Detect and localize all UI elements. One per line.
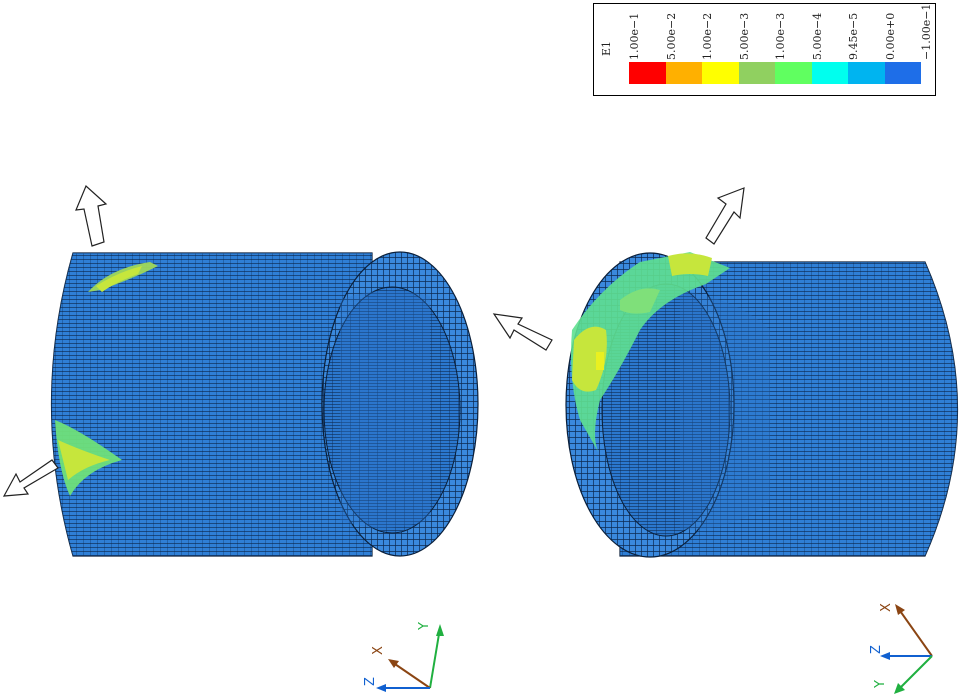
legend-tick-0: 1.00e−1 bbox=[628, 12, 641, 60]
legend-swatch-5 bbox=[811, 62, 848, 84]
middle-load-arrow bbox=[492, 313, 553, 351]
left-triad-y-label: Y bbox=[417, 622, 432, 631]
legend-swatch-4 bbox=[775, 62, 812, 84]
right-triad-y-label: Y bbox=[873, 680, 888, 689]
left-triad-z-label: Z bbox=[363, 677, 378, 686]
legend-tick-1: 5.00e−2 bbox=[664, 12, 678, 60]
legend-swatch-7 bbox=[884, 62, 921, 84]
legend-tick-3: 5.00e−3 bbox=[737, 12, 751, 60]
legend-swatch-0 bbox=[629, 62, 666, 84]
legend-tick-2: 1.00e−2 bbox=[701, 12, 714, 60]
legend-title: E1 bbox=[600, 40, 613, 56]
legend-swatch-2 bbox=[702, 62, 739, 84]
left-coordinate-triad: X Y Z bbox=[363, 622, 444, 692]
legend-tick-4: 1.00e−3 bbox=[774, 12, 787, 60]
right-triad-x-label: X bbox=[879, 603, 894, 612]
legend-swatch-3 bbox=[738, 62, 775, 84]
legend-tick-6: 9.45e−5 bbox=[847, 12, 860, 60]
legend-tick-8: −1.00e−1 bbox=[920, 3, 933, 60]
left-load-arrow-down bbox=[2, 459, 59, 497]
legend-tick-7: 0.00e+0 bbox=[883, 12, 897, 60]
left-cylinder bbox=[50, 251, 479, 557]
left-inner-bore bbox=[323, 286, 461, 534]
color-legend: E1 1.00e−1 5.00e−2 1.00e−2 5.00e−3 1.00e−3 5.… bbox=[593, 3, 936, 96]
legend-swatch-1 bbox=[665, 62, 702, 84]
right-cylinder bbox=[565, 252, 959, 558]
legend-tick-5: 5.00e−4 bbox=[810, 12, 824, 60]
left-load-arrow-up bbox=[75, 184, 108, 247]
right-load-arrow bbox=[705, 187, 745, 245]
right-triad-z-label: Z bbox=[869, 645, 884, 654]
legend-swatch-6 bbox=[848, 62, 885, 84]
right-coordinate-triad: X Z Y bbox=[869, 603, 933, 694]
right-strain-band bbox=[571, 252, 730, 455]
left-triad-x-label: X bbox=[371, 646, 386, 655]
